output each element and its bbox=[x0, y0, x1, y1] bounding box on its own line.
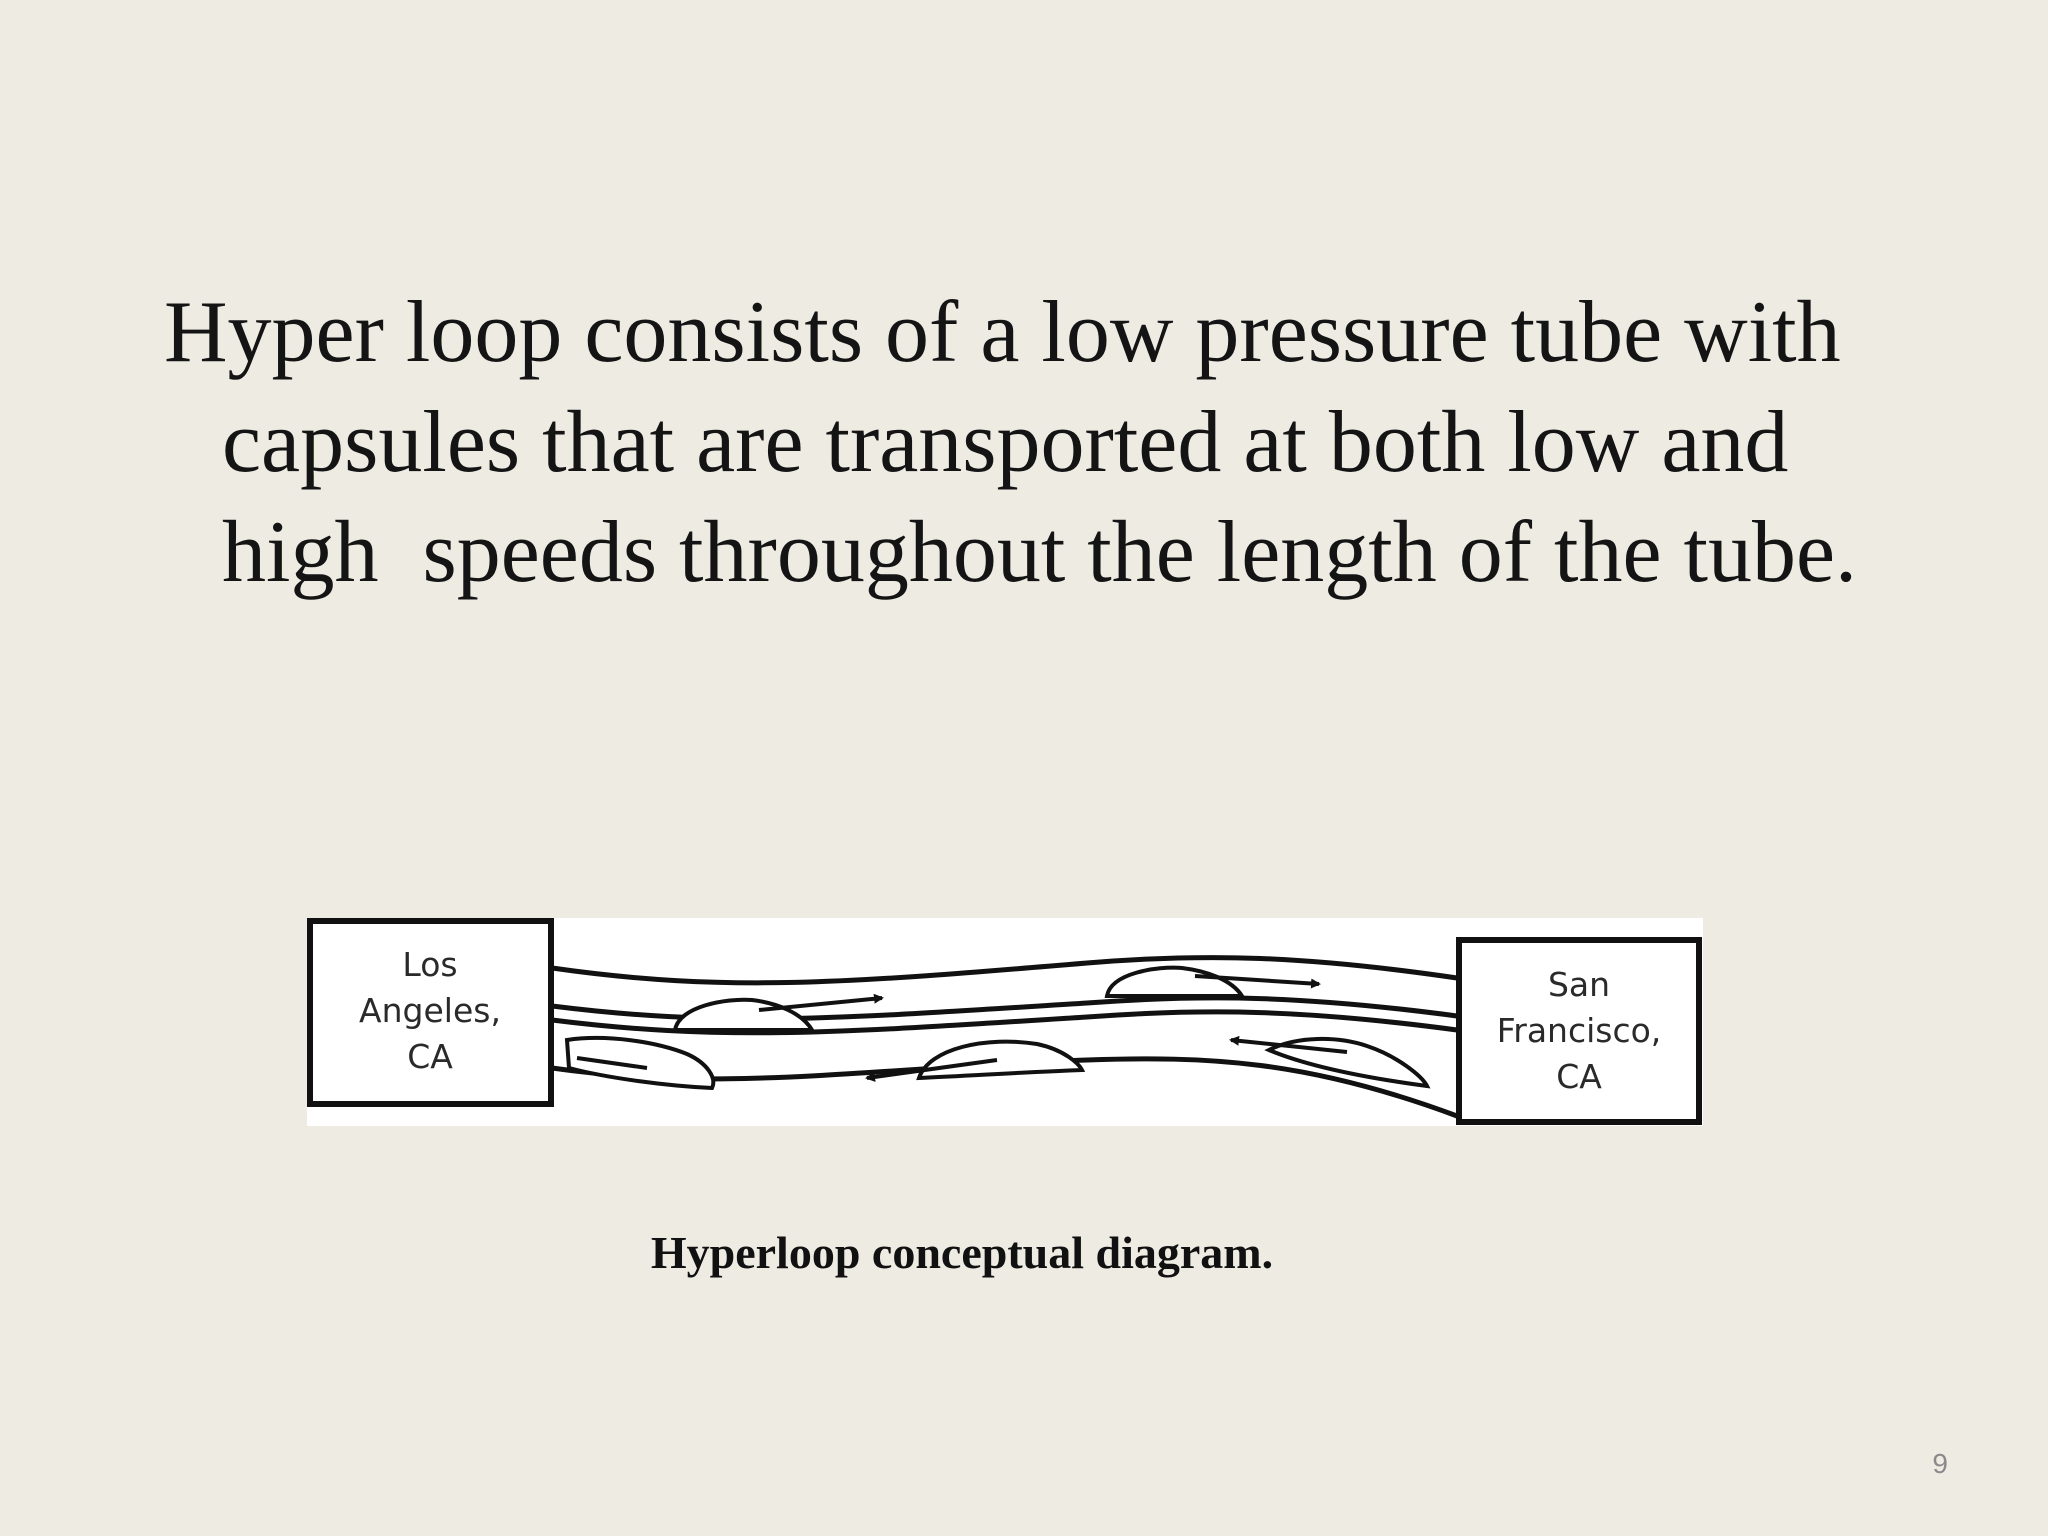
hyperloop-diagram-svg: Los Angeles, CA San Francisco, CA bbox=[307, 918, 1702, 1125]
station-label-line: Angeles, bbox=[359, 991, 501, 1030]
tube-outer-top-wall bbox=[551, 955, 1458, 986]
body-line: capsules that are transported at both lo… bbox=[222, 394, 1789, 491]
station-label-line: San bbox=[1548, 965, 1610, 1004]
station-label-line: CA bbox=[407, 1037, 453, 1076]
body-line: Hyper loop consists of a low pressure tu… bbox=[164, 284, 1841, 381]
capsule bbox=[916, 1039, 1086, 1081]
direction-arrow bbox=[758, 993, 884, 1012]
capsule bbox=[672, 997, 816, 1032]
capsule bbox=[1264, 1036, 1431, 1089]
station-box-los-angeles bbox=[307, 918, 554, 1107]
diagram-caption: Hyperloop conceptual diagram. bbox=[650, 1227, 1274, 1278]
capsule bbox=[1104, 965, 1246, 998]
direction-arrow bbox=[576, 1056, 648, 1070]
page-number: 9 bbox=[1932, 1448, 1948, 1479]
direction-arrow bbox=[1194, 974, 1321, 989]
body-text: Hyper loop consists of a low pressure tu… bbox=[160, 278, 1940, 608]
station-label-line: Los bbox=[402, 945, 457, 984]
station-label-line: CA bbox=[1556, 1057, 1602, 1096]
station-box-san-francisco bbox=[1456, 937, 1702, 1125]
capsule bbox=[564, 1035, 716, 1091]
hyperloop-diagram: Los Angeles, CA San Francisco, CA bbox=[307, 918, 1703, 1126]
body-line: high speeds throughout the length of the… bbox=[222, 504, 1858, 601]
direction-arrow bbox=[865, 1058, 998, 1082]
direction-arrow bbox=[1229, 1035, 1348, 1054]
station-label-line: Francisco, bbox=[1497, 1011, 1662, 1050]
